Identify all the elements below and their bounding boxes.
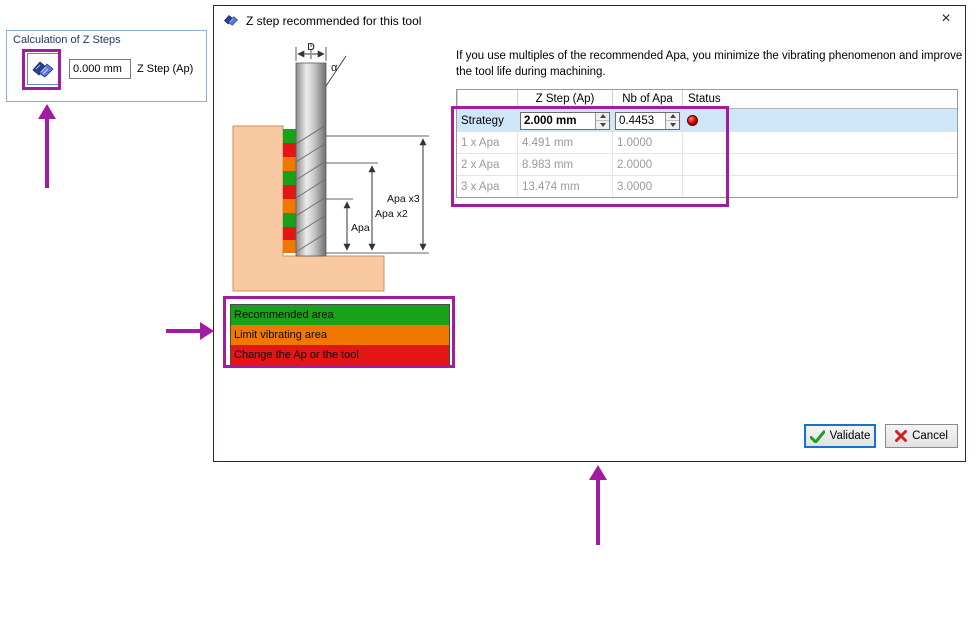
apa-x2-label: Apa x2 <box>375 208 408 220</box>
workpiece <box>232 125 385 292</box>
nb-apa-cell: 3.0000 <box>612 176 682 197</box>
spin-down-button[interactable] <box>596 120 609 129</box>
z-step-dialog: Z step recommended for this tool × <box>213 5 966 462</box>
legend-recommended-area: Recommended area <box>231 305 449 325</box>
spinner-buttons <box>665 112 679 129</box>
vibration-legend: Recommended area Limit vibrating area Ch… <box>230 304 450 366</box>
status-alert-icon <box>687 115 698 126</box>
close-button[interactable]: × <box>941 10 951 27</box>
z-step-value: 2.000 mm <box>524 114 577 127</box>
spin-up-button[interactable] <box>666 112 679 120</box>
handshake-icon <box>32 61 54 78</box>
nb-apa-cell: 2.0000 <box>612 154 682 175</box>
alpha-label: α <box>331 62 338 74</box>
legend-change-ap-or-tool: Change the Ap or the tool <box>231 345 449 365</box>
nb-apa-cell: 1.0000 <box>612 132 682 153</box>
table-row-2-apa[interactable]: 2 x Apa 8.983 mm 2.0000 <box>457 153 957 175</box>
header-z-step: Z Step (Ap) <box>517 90 612 108</box>
z-step-cell: 2.000 mm <box>517 110 612 131</box>
annotation-arrow-right-icon <box>166 322 214 340</box>
apa-table: Z Step (Ap) Nb of Apa Status Strategy 2.… <box>456 89 958 198</box>
calculation-of-z-steps-panel: Calculation of Z Steps Z Step (Ap) <box>6 30 207 102</box>
z-step-cell: 8.983 mm <box>517 154 612 175</box>
end-mill-icon <box>295 62 327 257</box>
z-step-cell: 13.474 mm <box>517 176 612 197</box>
nb-apa-value: 0.4453 <box>619 114 655 127</box>
cancel-button[interactable]: Cancel <box>885 424 958 448</box>
table-header-row: Z Step (Ap) Nb of Apa Status <box>457 90 957 109</box>
dialog-title: Z step recommended for this tool <box>246 14 422 28</box>
annotation-arrow-up-table-icon <box>589 465 607 545</box>
header-status: Status <box>682 90 957 108</box>
tool-diagram: D α Apa Apa x2 Apa x3 <box>232 41 429 292</box>
validate-button[interactable]: Validate <box>804 424 876 448</box>
info-text: If you use multiples of the recommended … <box>456 50 963 78</box>
apa-dimensions: Apa Apa x2 Apa x3 <box>326 135 429 254</box>
legend-limit-vibrating-area: Limit vibrating area <box>231 325 449 345</box>
status-cell <box>682 132 957 153</box>
header-blank <box>457 90 517 108</box>
vibration-zone-stripes <box>283 129 296 253</box>
d-label: D <box>307 41 315 53</box>
handshake-icon <box>223 14 239 26</box>
apa-x3-label: Apa x3 <box>387 193 420 205</box>
spin-down-button[interactable] <box>666 120 679 129</box>
z-step-spinbox[interactable]: 2.000 mm <box>520 111 610 130</box>
row-label: 3 x Apa <box>461 180 500 193</box>
row-label: 2 x Apa <box>461 158 500 171</box>
alpha-angle: α <box>325 55 347 87</box>
table-row-1-apa[interactable]: 1 x Apa 4.491 mm 1.0000 <box>457 131 957 153</box>
nb-apa-spinbox[interactable]: 0.4453 <box>615 111 680 130</box>
z-step-input[interactable] <box>69 59 131 79</box>
panel-title: Calculation of Z Steps <box>13 34 121 46</box>
cancel-label: Cancel <box>912 430 948 442</box>
status-cell <box>682 154 957 175</box>
status-cell <box>682 176 957 197</box>
annotation-arrow-up-icon <box>38 104 56 188</box>
table-row-3-apa[interactable]: 3 x Apa 13.474 mm 3.0000 <box>457 175 957 197</box>
apa-label: Apa <box>351 222 370 234</box>
nb-apa-cell: 0.4453 <box>612 110 682 131</box>
status-cell <box>682 110 957 131</box>
z-step-label: Z Step (Ap) <box>137 63 194 75</box>
row-label: Strategy <box>461 114 504 127</box>
spinner-buttons <box>595 112 609 129</box>
check-icon <box>809 429 825 443</box>
spin-up-button[interactable] <box>596 112 609 120</box>
diameter-dimension: D <box>295 41 327 61</box>
z-step-cell: 4.491 mm <box>517 132 612 153</box>
row-label: 1 x Apa <box>461 136 500 149</box>
x-icon <box>895 430 908 442</box>
validate-label: Validate <box>829 430 871 442</box>
table-row-strategy[interactable]: Strategy 2.000 mm 0.4453 <box>457 109 957 131</box>
header-nb-apa: Nb of Apa <box>612 90 682 108</box>
calc-z-steps-button[interactable] <box>27 53 59 85</box>
